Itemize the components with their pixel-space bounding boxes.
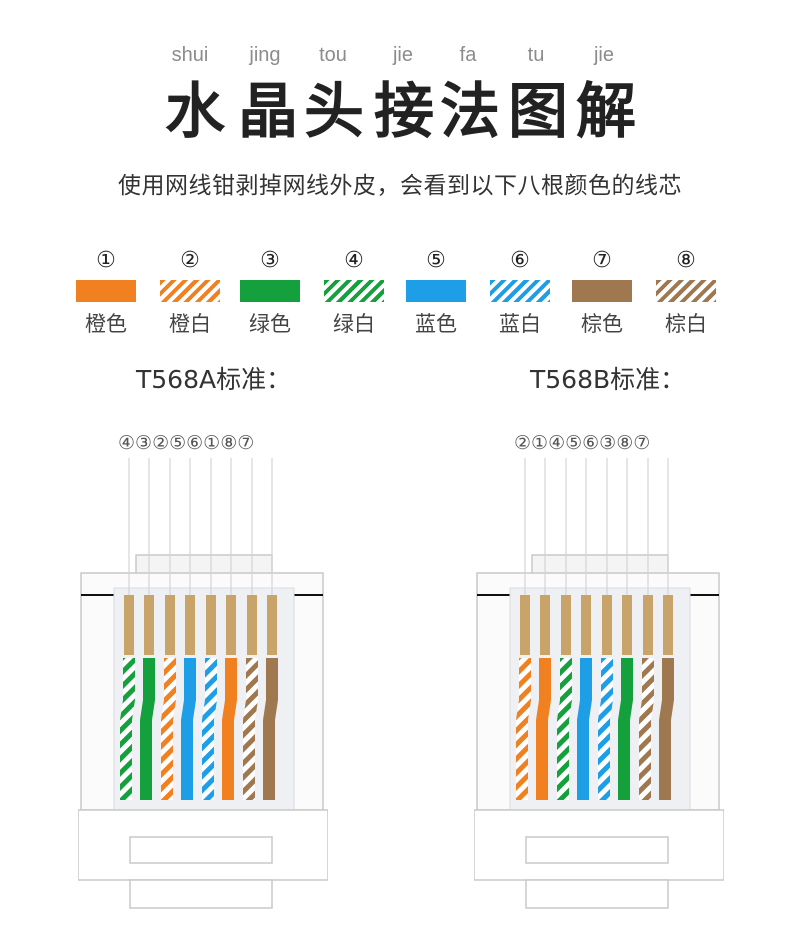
title-char-5: 法 bbox=[440, 77, 500, 147]
wire-棕白 bbox=[639, 658, 654, 800]
wire-绿白 bbox=[557, 658, 572, 800]
wire-橙色 bbox=[222, 658, 237, 800]
legend-swatch bbox=[490, 280, 550, 302]
pinyin-2: jing bbox=[249, 44, 281, 66]
gold-contact bbox=[144, 595, 154, 655]
wire-绿白 bbox=[120, 658, 135, 800]
legend-label: 橙白 bbox=[169, 312, 211, 336]
legend-swatch bbox=[406, 280, 466, 302]
gold-contact bbox=[267, 595, 277, 655]
wire-绿色 bbox=[140, 658, 155, 800]
t568b-plug-diagram bbox=[474, 458, 724, 909]
legend-label: 蓝色 bbox=[415, 312, 457, 336]
wire-蓝白 bbox=[598, 658, 613, 800]
pinyin-1: shui bbox=[171, 44, 209, 66]
gold-contact bbox=[124, 595, 134, 655]
gold-contact bbox=[520, 595, 530, 655]
pinyin-3: tou bbox=[319, 44, 347, 66]
title-char-4: 接 bbox=[374, 77, 434, 147]
pinyin-row: shui jing tou jie fa tu jie bbox=[0, 44, 800, 70]
wire-棕白 bbox=[243, 658, 258, 800]
gold-contact bbox=[206, 595, 216, 655]
legend-number: ① bbox=[96, 248, 116, 273]
legend-item-1: ① 橙色 bbox=[66, 246, 146, 338]
color-legend: ① 橙色 ② 橙白 ③ 绿色 ④ 绿白 ⑤ 蓝色 ⑥ 蓝白 ⑦ 棕色 ⑧ 棕白 bbox=[0, 246, 800, 346]
t568b-pin-order: ②①④⑤⑥③⑧⑦ bbox=[514, 432, 651, 454]
title-char-3: 头 bbox=[304, 77, 364, 147]
gold-contact bbox=[540, 595, 550, 655]
plug-latch-tail bbox=[525, 879, 669, 909]
plug-latch-tail bbox=[129, 879, 273, 909]
gold-contact bbox=[622, 595, 632, 655]
wire-橙白 bbox=[516, 658, 531, 800]
pinyin-6: tu bbox=[527, 44, 545, 66]
t568a-label: T568A标准： bbox=[136, 365, 292, 394]
legend-swatch bbox=[160, 280, 220, 302]
legend-number: ⑦ bbox=[592, 248, 612, 273]
legend-item-8: ⑧ 棕白 bbox=[646, 246, 726, 338]
legend-number: ⑤ bbox=[426, 248, 446, 273]
legend-item-5: ⑤ 蓝色 bbox=[396, 246, 476, 338]
legend-label: 棕色 bbox=[581, 312, 623, 336]
plug-latch-window bbox=[129, 836, 273, 864]
t568b-label: T568B标准： bbox=[530, 365, 686, 394]
wire-橙色 bbox=[536, 658, 551, 800]
legend-label: 绿色 bbox=[249, 312, 291, 336]
pinyin-7: jie bbox=[593, 44, 614, 66]
legend-number: ③ bbox=[260, 248, 280, 273]
gold-contact bbox=[247, 595, 257, 655]
gold-contact bbox=[165, 595, 175, 655]
t568a-pin-order: ④③②⑤⑥①⑧⑦ bbox=[118, 432, 255, 454]
gold-contact bbox=[581, 595, 591, 655]
legend-swatch bbox=[572, 280, 632, 302]
page-title: 水 晶 头 接 法 图 解 bbox=[0, 72, 800, 152]
legend-number: ⑥ bbox=[510, 248, 530, 273]
legend-number: ⑧ bbox=[676, 248, 696, 273]
legend-label: 绿白 bbox=[333, 312, 375, 336]
plug-latch-window bbox=[525, 836, 669, 864]
legend-swatch bbox=[76, 280, 136, 302]
gold-contact bbox=[663, 595, 673, 655]
legend-label: 橙色 bbox=[85, 312, 127, 336]
legend-item-6: ⑥ 蓝白 bbox=[480, 246, 560, 338]
legend-item-3: ③ 绿色 bbox=[230, 246, 310, 338]
wire-橙白 bbox=[161, 658, 176, 800]
title-char-2: 晶 bbox=[238, 77, 298, 147]
pinyin-4: jie bbox=[392, 44, 413, 66]
pinyin-5: fa bbox=[459, 44, 477, 66]
legend-swatch bbox=[324, 280, 384, 302]
t568a-plug-diagram bbox=[78, 458, 328, 909]
gold-contact bbox=[643, 595, 653, 655]
title-char-1: 水 bbox=[165, 77, 225, 147]
gold-contact bbox=[561, 595, 571, 655]
legend-item-7: ⑦ 棕色 bbox=[562, 246, 642, 338]
title-char-6: 图 bbox=[508, 77, 568, 147]
wire-棕色 bbox=[263, 658, 278, 800]
wire-蓝色 bbox=[577, 658, 592, 800]
gold-contact bbox=[602, 595, 612, 655]
wire-蓝色 bbox=[181, 658, 196, 800]
title-char-7: 解 bbox=[576, 77, 636, 147]
wire-蓝白 bbox=[202, 658, 217, 800]
legend-number: ④ bbox=[344, 248, 364, 273]
subtitle: 使用网线钳剥掉网线外皮，会看到以下八根颜色的线芯 bbox=[118, 173, 682, 199]
legend-swatch bbox=[240, 280, 300, 302]
gold-contact bbox=[226, 595, 236, 655]
legend-swatch bbox=[656, 280, 716, 302]
gold-contact bbox=[185, 595, 195, 655]
wire-绿色 bbox=[618, 658, 633, 800]
legend-label: 蓝白 bbox=[499, 312, 541, 336]
wire-棕色 bbox=[659, 658, 674, 800]
legend-label: 棕白 bbox=[665, 312, 707, 336]
legend-number: ② bbox=[180, 248, 200, 273]
legend-item-4: ④ 绿白 bbox=[314, 246, 394, 338]
legend-item-2: ② 橙白 bbox=[150, 246, 230, 338]
